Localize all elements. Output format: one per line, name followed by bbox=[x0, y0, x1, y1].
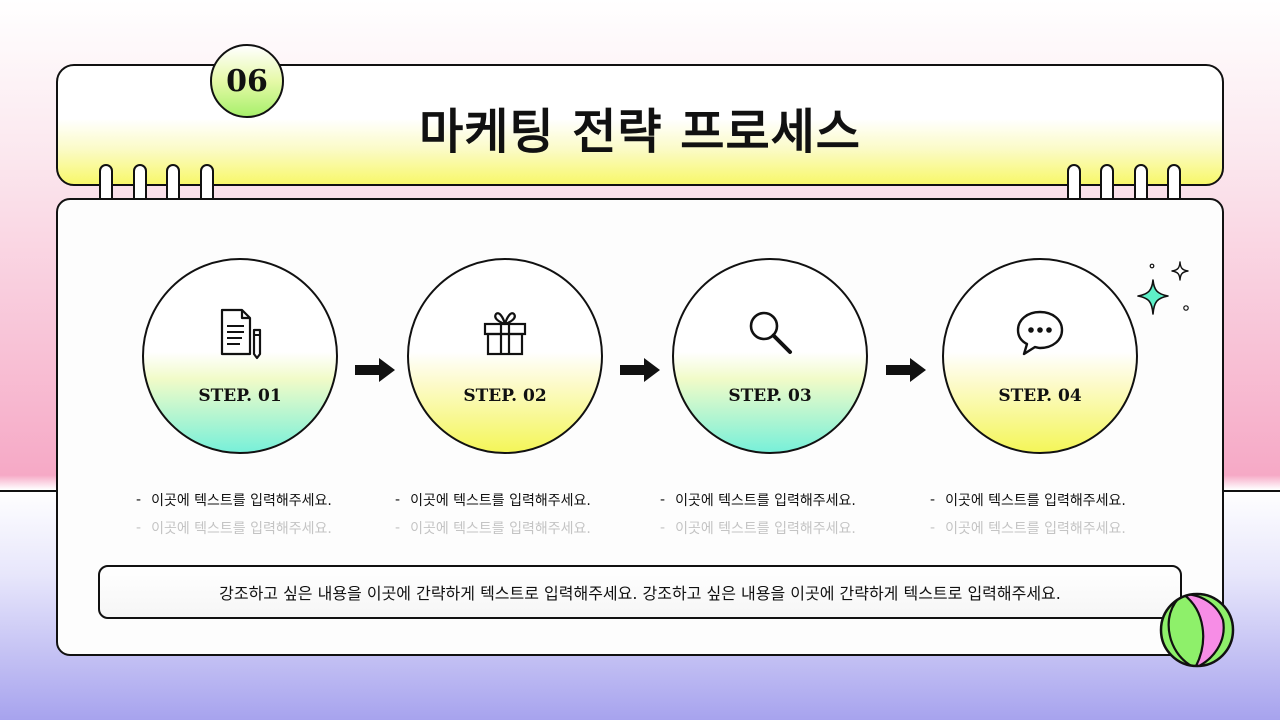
description-line: -이곳에 텍스트를 입력해주세요. bbox=[395, 514, 635, 542]
chat-bubble-icon bbox=[1016, 310, 1064, 356]
gift-icon bbox=[483, 312, 527, 356]
description-text: 이곳에 텍스트를 입력해주세요. bbox=[151, 521, 332, 537]
description-line: -이곳에 텍스트를 입력해주세요. bbox=[930, 514, 1170, 542]
step-description-4: -이곳에 텍스트를 입력해주세요. -이곳에 텍스트를 입력해주세요. bbox=[930, 486, 1170, 542]
step-circle-1: STEP. 01 bbox=[142, 258, 338, 454]
bullet-dash: - bbox=[395, 520, 401, 536]
step-description-3: -이곳에 텍스트를 입력해주세요. -이곳에 텍스트를 입력해주세요. bbox=[660, 486, 900, 542]
description-line: -이곳에 텍스트를 입력해주세요. bbox=[930, 486, 1170, 514]
page-title: 마케팅 전략 프로세스 bbox=[419, 104, 861, 160]
emphasis-box: 강조하고 싶은 내용을 이곳에 간략하게 텍스트로 입력해주세요. 강조하고 싶… bbox=[98, 565, 1182, 619]
step-circle-3: STEP. 03 bbox=[672, 258, 868, 454]
bullet-dash: - bbox=[660, 492, 666, 508]
right-arrow-icon bbox=[355, 358, 395, 382]
step-circle-2: STEP. 02 bbox=[407, 258, 603, 454]
description-line: -이곳에 텍스트를 입력해주세요. bbox=[136, 514, 376, 542]
step-label: STEP. 04 bbox=[998, 386, 1082, 406]
description-text: 이곳에 텍스트를 입력해주세요. bbox=[945, 521, 1126, 537]
description-text: 이곳에 텍스트를 입력해주세요. bbox=[675, 521, 856, 537]
sparkle-icon bbox=[1137, 261, 1189, 315]
description-text: 이곳에 텍스트를 입력해주세요. bbox=[410, 521, 591, 537]
description-text: 이곳에 텍스트를 입력해주세요. bbox=[151, 493, 332, 509]
section-number-badge: 06 bbox=[210, 44, 284, 118]
step-description-1: -이곳에 텍스트를 입력해주세요. -이곳에 텍스트를 입력해주세요. bbox=[136, 486, 376, 542]
step-description-2: -이곳에 텍스트를 입력해주세요. -이곳에 텍스트를 입력해주세요. bbox=[395, 486, 635, 542]
description-text: 이곳에 텍스트를 입력해주세요. bbox=[675, 493, 856, 509]
bullet-dash: - bbox=[660, 520, 666, 536]
document-pencil-icon bbox=[220, 308, 262, 360]
description-line: -이곳에 텍스트를 입력해주세요. bbox=[395, 486, 635, 514]
description-line: -이곳에 텍스트를 입력해주세요. bbox=[136, 486, 376, 514]
right-arrow-icon bbox=[886, 358, 926, 382]
description-text: 이곳에 텍스트를 입력해주세요. bbox=[945, 493, 1126, 509]
bullet-dash: - bbox=[930, 492, 936, 508]
description-text: 이곳에 텍스트를 입력해주세요. bbox=[410, 493, 591, 509]
step-circle-4: STEP. 04 bbox=[942, 258, 1138, 454]
step-label: STEP. 02 bbox=[463, 386, 547, 406]
step-label: STEP. 03 bbox=[728, 386, 812, 406]
description-line: -이곳에 텍스트를 입력해주세요. bbox=[660, 514, 900, 542]
bullet-dash: - bbox=[930, 520, 936, 536]
search-icon bbox=[749, 311, 792, 354]
description-line: -이곳에 텍스트를 입력해주세요. bbox=[660, 486, 900, 514]
step-label: STEP. 01 bbox=[198, 386, 282, 406]
bullet-dash: - bbox=[136, 520, 142, 536]
beach-ball-icon bbox=[1159, 592, 1235, 668]
right-arrow-icon bbox=[620, 358, 660, 382]
bullet-dash: - bbox=[395, 492, 401, 508]
bullet-dash: - bbox=[136, 492, 142, 508]
